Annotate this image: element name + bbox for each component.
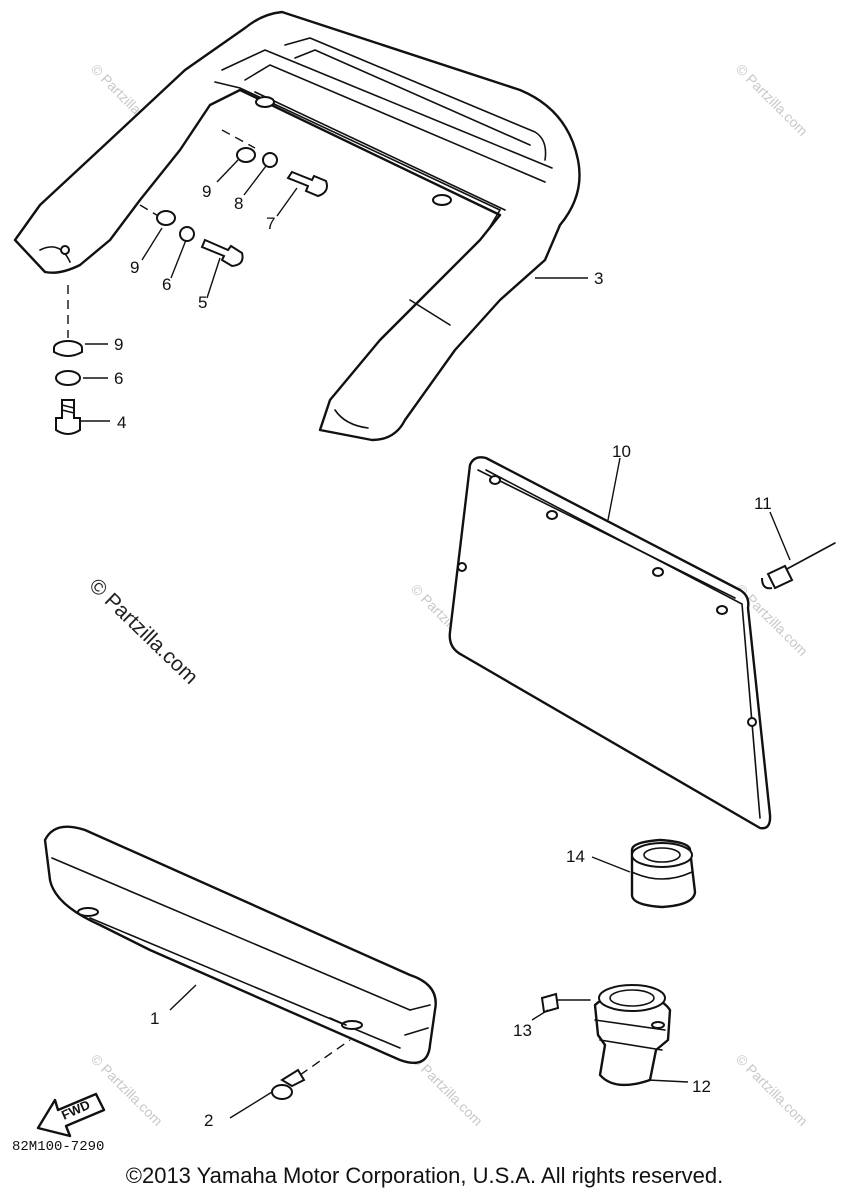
callout-2: 2	[204, 1111, 213, 1130]
callout-9-mid: 9	[130, 258, 139, 277]
watermark-main: © Partzilla.com	[85, 574, 203, 689]
callout-1: 1	[150, 1009, 159, 1028]
watermark-faint-8: © Partzilla.com	[733, 1051, 811, 1129]
callout-11: 11	[754, 494, 772, 513]
bolt-4	[55, 399, 81, 435]
grab-bar-part-3	[13, 10, 581, 442]
hardware-lower	[53, 285, 83, 435]
callout-5: 5	[198, 293, 207, 312]
bumper-part-1	[43, 825, 437, 1065]
watermark-faint-6: © Partzilla.com	[88, 1051, 166, 1129]
callout-4: 4	[117, 413, 126, 432]
diagram-code: 82M100-7290	[12, 1139, 104, 1155]
leader-lines	[80, 159, 791, 1119]
bolt-5	[200, 238, 244, 268]
fwd-arrow: FWD	[36, 1092, 106, 1138]
lockwasher-8	[262, 152, 278, 168]
callout-9-upper-left: 9	[202, 182, 211, 201]
callout-6-lower: 6	[114, 369, 123, 388]
callout-6-mid: 6	[162, 275, 171, 294]
callout-numbers: 9 8 7 9 6 5 9 6 4 3 10 11 14 1 13 12 2	[114, 182, 772, 1130]
bolt-7	[286, 170, 328, 198]
flap-part-10	[448, 456, 772, 830]
lockwasher-6-mid	[179, 226, 195, 242]
watermark-faint-3: © Partzilla.com	[733, 61, 811, 139]
callout-8: 8	[234, 194, 243, 213]
fitting-part-13	[540, 992, 591, 1014]
lockwasher-6-lower	[55, 370, 81, 386]
washer-9-mid	[156, 210, 176, 226]
washer-9-upper	[236, 147, 256, 163]
socket-part-12	[593, 984, 672, 1087]
copyright-notice: ©2013 Yamaha Motor Corporation, U.S.A. A…	[125, 1163, 724, 1188]
callout-12: 12	[692, 1077, 711, 1096]
hardware-upper	[139, 129, 328, 268]
screw-part-2	[271, 1039, 351, 1100]
callout-9-lower: 9	[114, 335, 123, 354]
callout-13: 13	[513, 1021, 532, 1040]
callout-10: 10	[612, 442, 631, 461]
cap-part-14	[630, 838, 697, 909]
callout-7: 7	[266, 214, 275, 233]
callout-14: 14	[566, 847, 585, 866]
rivet-part-11	[761, 542, 836, 590]
callout-3: 3	[594, 269, 603, 288]
